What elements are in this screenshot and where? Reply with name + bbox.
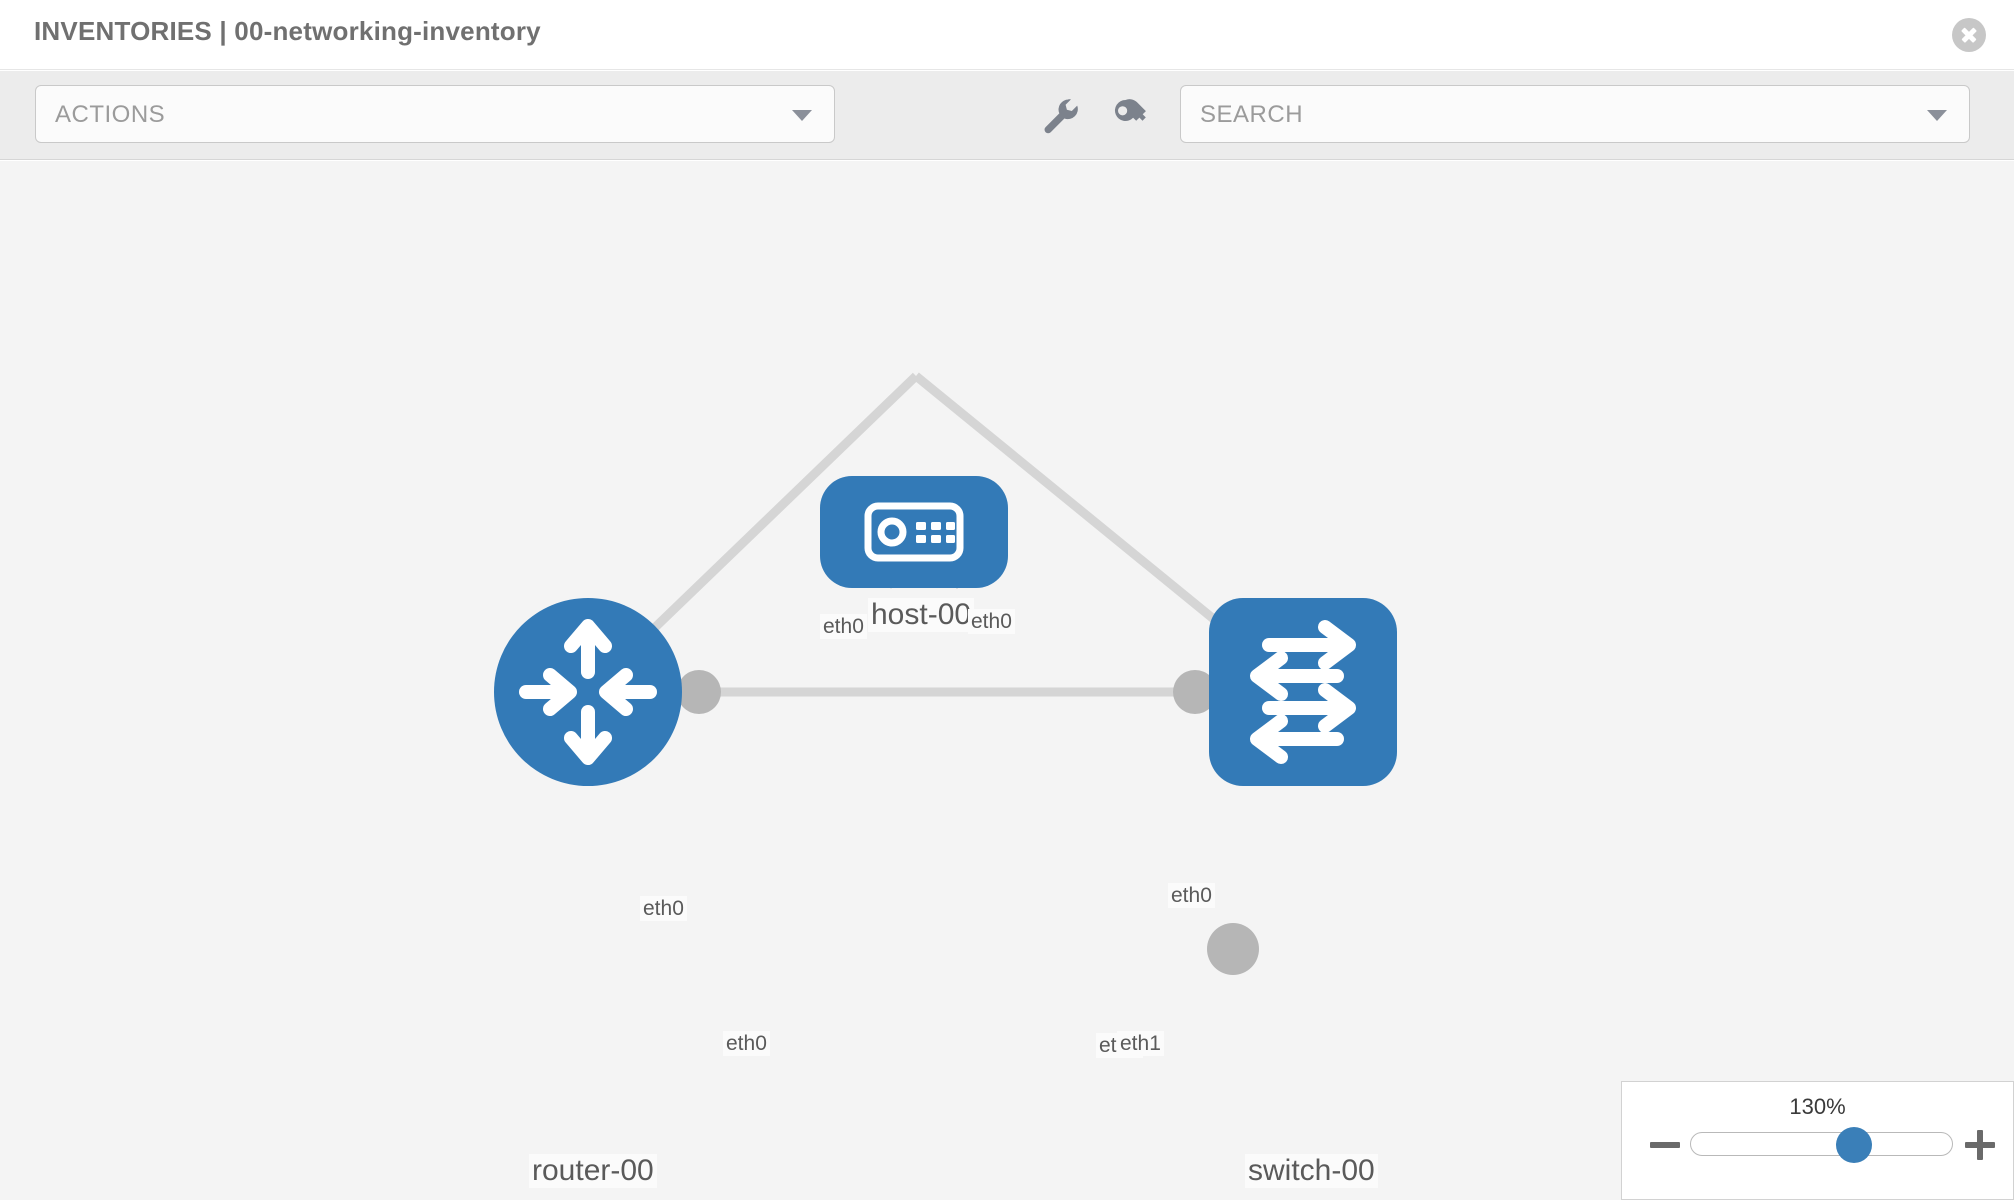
node-label-router: router-00 (529, 1154, 657, 1188)
toolbar: ACTIONS SEARCH (0, 71, 2014, 160)
topology-graph (494, 372, 1397, 975)
switch-arrows-icon (1250, 620, 1356, 764)
chevron-down-icon (1927, 110, 1947, 121)
port-label: eth0 (1168, 883, 1215, 908)
node-router-00[interactable] (494, 598, 682, 786)
node-switch-00[interactable] (1209, 598, 1397, 786)
zoom-slider-thumb[interactable] (1836, 1127, 1872, 1163)
close-icon[interactable] (1952, 18, 1986, 52)
connector-router-east (677, 670, 721, 714)
page-header: INVENTORIES | 00-networking-inventory (0, 0, 2014, 70)
connector-switch-west (1173, 670, 1217, 714)
connector-switch-north (1207, 923, 1259, 975)
port-label: eth0 (640, 896, 687, 921)
port-label: eth0 (723, 1031, 770, 1056)
zoom-in-button[interactable] (1965, 1130, 1995, 1160)
node-label-host: host-00 (868, 598, 975, 632)
search-input[interactable]: SEARCH (1180, 85, 1970, 143)
actions-dropdown-label: ACTIONS (55, 101, 166, 128)
host-device-icon (864, 502, 964, 562)
page-title: INVENTORIES | 00-networking-inventory (34, 16, 541, 46)
port-label: eth0 (820, 614, 867, 639)
node-label-switch: switch-00 (1245, 1154, 1378, 1188)
zoom-level-label: 130% (1789, 1094, 1846, 1119)
router-arrows-icon (519, 619, 657, 765)
key-icon[interactable] (1108, 93, 1152, 137)
port-label: eth1 (1117, 1031, 1164, 1056)
port-label: eth0 (968, 609, 1015, 634)
zoom-out-button[interactable] (1650, 1130, 1680, 1160)
topology-canvas[interactable]: eth0 host-00 eth0 eth0 eth0 eth0 eth0 et… (0, 161, 2014, 1200)
zoom-slider[interactable] (1690, 1127, 1953, 1163)
actions-dropdown[interactable]: ACTIONS (35, 85, 835, 143)
wrench-icon[interactable] (1038, 93, 1082, 137)
node-host-00[interactable] (820, 476, 1008, 588)
zoom-control-panel: 130% (1621, 1081, 2014, 1200)
search-placeholder: SEARCH (1200, 101, 1304, 128)
chevron-down-icon (792, 110, 812, 121)
